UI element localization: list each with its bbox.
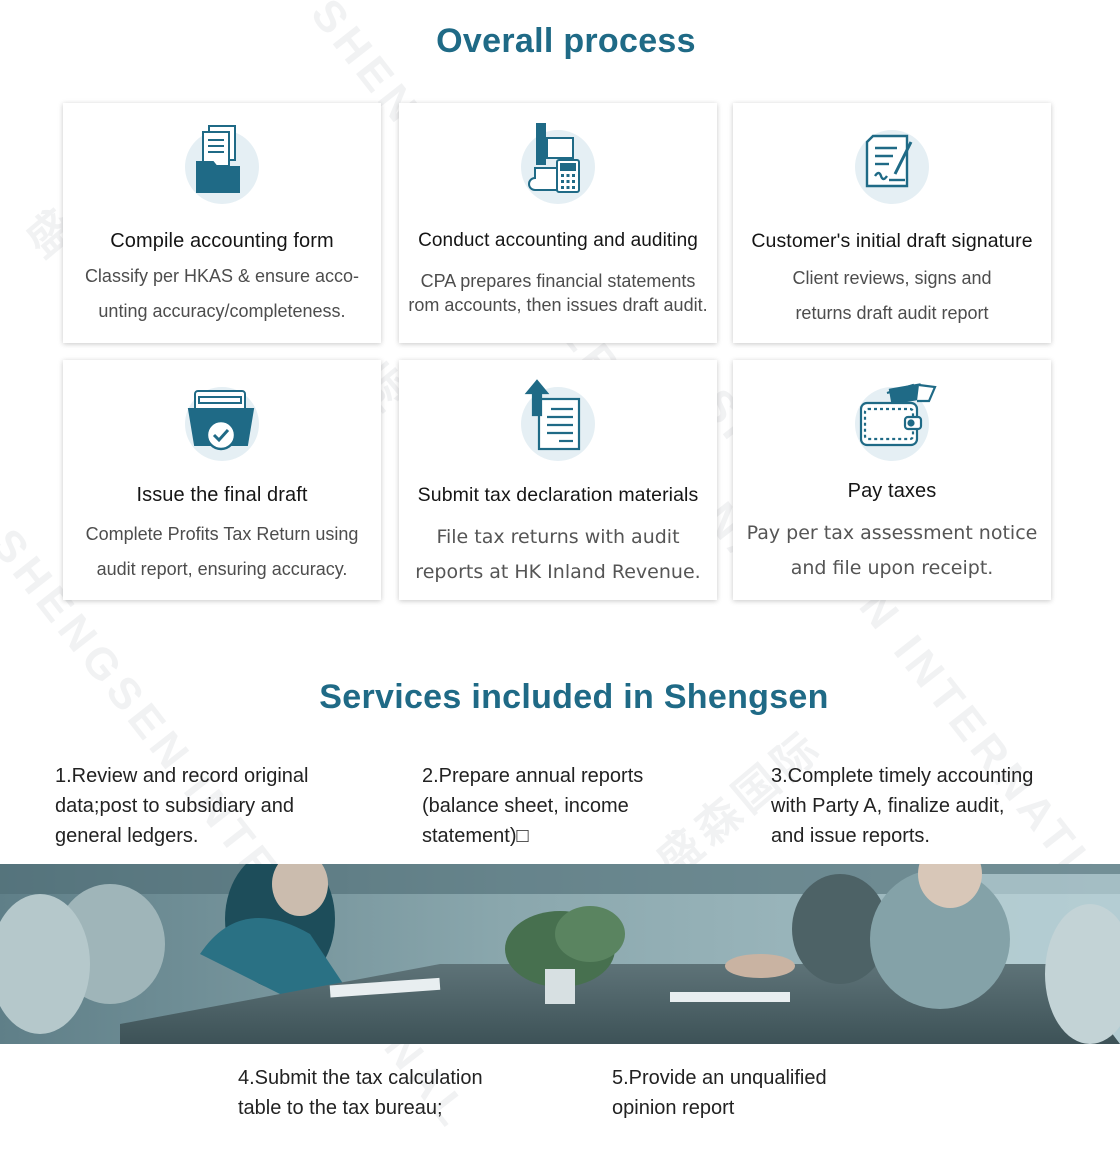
process-card: Customer's initial draft signature Clien… [733,103,1051,343]
documents-folder-icon [185,125,259,204]
step-title: Conduct accounting and auditing [418,230,698,251]
accounting-calculator-icon [521,123,595,204]
step-description: CPA prepares financial statements rom ac… [408,271,708,315]
service-item: 1.Review and record original data;post t… [55,765,309,847]
step-title: Submit tax declaration materials [417,484,699,506]
service-item: 3.Complete timely accounting with Party … [771,765,1034,847]
step-description: Complete Profits Tax Return using audit … [85,524,359,579]
overall-process-title: Overall process [436,22,696,60]
service-item: 5.Provide an unqualified opinion report [612,1067,827,1119]
wallet-payment-icon [855,383,937,461]
upload-document-icon [521,379,595,461]
step-title: Issue the final draft [136,484,308,506]
service-item: 2.Prepare annual reports (balance sheet,… [422,765,644,847]
step-title: Customer's initial draft signature [751,230,1033,252]
step-description: Client reviews, signs and returns draft … [792,268,992,323]
step-title: Pay taxes [847,480,937,502]
step-description: File tax returns with audit reports at H… [415,526,701,583]
step-title: Compile accounting form [110,230,334,252]
services-title: Services included in Shengsen [319,678,829,716]
process-card: Pay taxes Pay per tax assessment notice … [733,360,1051,600]
process-card: Conduct accounting and auditing CPA prep… [399,103,717,343]
signature-document-icon [855,130,929,204]
process-card: Issue the final draft Complete Profits T… [63,360,381,600]
step-description: Pay per tax assessment notice and file u… [746,522,1038,579]
approved-folder-icon [185,387,259,461]
step-description: Classify per HKAS & ensure acco- unting … [84,266,360,321]
process-card: Compile accounting form Classify per HKA… [63,103,381,343]
meeting-photo [0,864,1120,1044]
process-card: Submit tax declaration materials File ta… [399,360,717,600]
service-item: 4.Submit the tax calculation table to th… [238,1067,483,1119]
